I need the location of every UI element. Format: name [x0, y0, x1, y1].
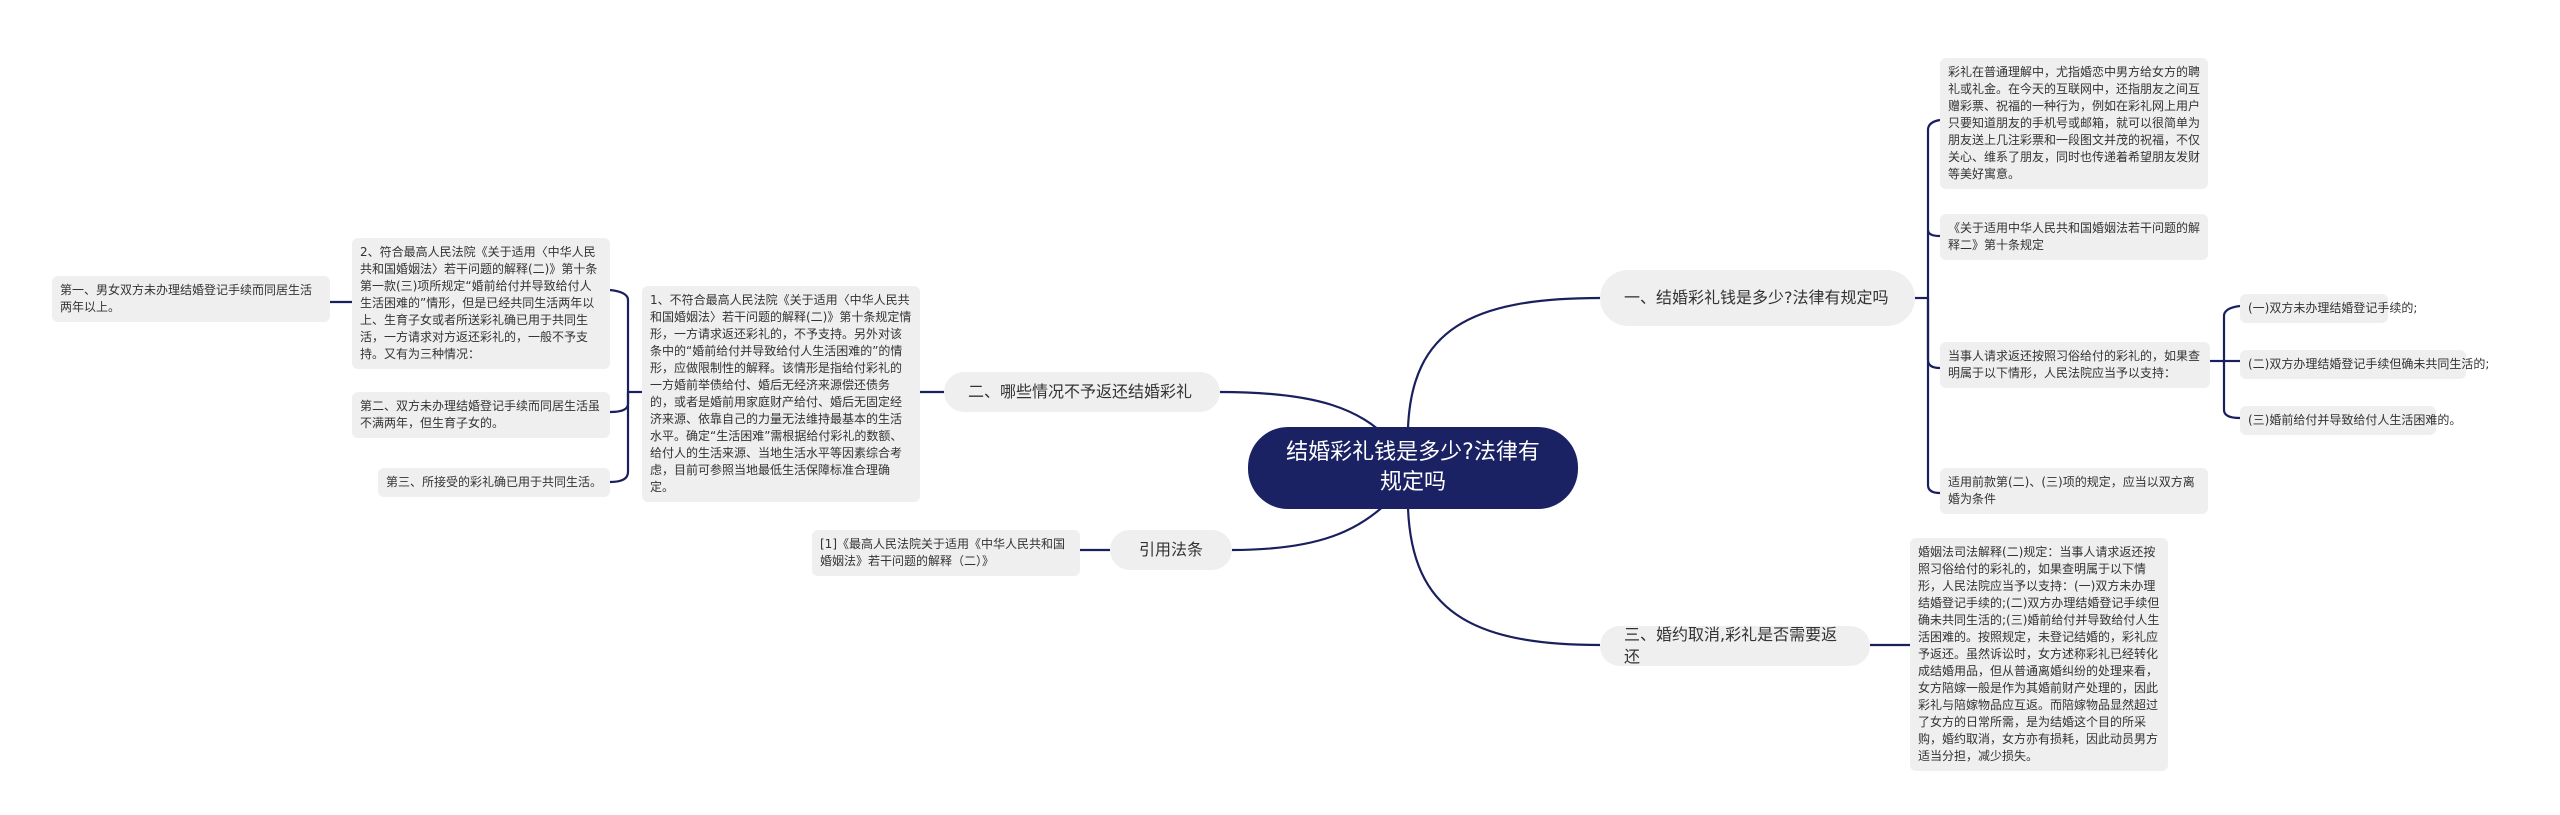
branch-2-label: 二、哪些情况不予返还结婚彩礼 [968, 382, 1193, 401]
leaf-case-second[interactable]: 第二、双方未办理结婚登记手续而同居生活虽不满两年，但生育子女的。 [352, 392, 610, 438]
branch-node-references[interactable]: 引用法条 [1110, 530, 1232, 570]
leaf-case-third[interactable]: 第三、所接受的彩礼确已用于共同生活。 [378, 468, 610, 497]
leaf-text: [1]《最高人民法院关于适用《中华人民共和国婚姻法》若干问题的解释（二）》 [820, 537, 1065, 568]
leaf-engagement-cancel[interactable]: 婚姻法司法解释(二)规定：当事人请求返还按照习俗给付的彩礼的，如果查明属于以下情… [1910, 538, 2168, 771]
leaf-text: 《关于适用中华人民共和国婚姻法若干问题的解释二》第十条规定 [1948, 221, 2201, 252]
root-node[interactable]: 结婚彩礼钱是多少?法律有规定吗 [1248, 427, 1578, 509]
leaf-text: 第三、所接受的彩礼确已用于共同生活。 [386, 475, 603, 489]
leaf-text: (三)婚前给付并导致给付人生活困难的。 [2248, 413, 2462, 427]
leaf-return-conditions[interactable]: 当事人请求返还按照习俗给付的彩礼的，如果查明属于以下情形，人民法院应当予以支持： [1940, 342, 2210, 388]
leaf-not-returned-2[interactable]: 2、符合最高人民法院《关于适用〈中华人民共和国婚姻法〉若干问题的解释(二)》第十… [352, 238, 610, 369]
references-label: 引用法条 [1138, 540, 1203, 559]
leaf-interpretation-title[interactable]: 《关于适用中华人民共和国婚姻法若干问题的解释二》第十条规定 [1940, 214, 2208, 260]
branch-node-1[interactable]: 一、结婚彩礼钱是多少?法律有规定吗 [1600, 270, 1915, 326]
branch-node-3[interactable]: 三、婚约取消,彩礼是否需要返还 [1600, 625, 1870, 666]
leaf-text: 当事人请求返还按照习俗给付的彩礼的，如果查明属于以下情形，人民法院应当予以支持： [1948, 349, 2201, 380]
leaf-text: (一)双方未办理结婚登记手续的; [2248, 301, 2418, 315]
leaf-reference-1[interactable]: [1]《最高人民法院关于适用《中华人民共和国婚姻法》若干问题的解释（二）》 [812, 530, 1080, 576]
leaf-caili-definition[interactable]: 彩礼在普通理解中，尤指婚恋中男方给女方的聘礼或礼金。在今天的互联网中，还指朋友之… [1940, 58, 2208, 189]
leaf-case-first[interactable]: 第一、男女双方未办理结婚登记手续而同居生活两年以上。 [52, 276, 330, 322]
root-title: 结婚彩礼钱是多少?法律有规定吗 [1286, 440, 1540, 495]
leaf-condition-2[interactable]: (二)双方办理结婚登记手续但确未共同生活的; [2240, 350, 2489, 379]
branch-1-label: 一、结婚彩礼钱是多少?法律有规定吗 [1624, 288, 1889, 307]
leaf-condition-3[interactable]: (三)婚前给付并导致给付人生活困难的。 [2240, 406, 2461, 435]
leaf-text: 适用前款第(二)、(三)项的规定，应当以双方离婚为条件 [1948, 475, 2195, 506]
leaf-text: 第一、男女双方未办理结婚登记手续而同居生活两年以上。 [60, 283, 313, 314]
leaf-text: 1、不符合最高人民法院《关于适用〈中华人民共和国婚姻法〉若干问题的解释(二)》第… [650, 293, 912, 494]
branch-3-label: 三、婚约取消,彩礼是否需要返还 [1624, 625, 1838, 666]
leaf-condition-1[interactable]: (一)双方未办理结婚登记手续的; [2240, 294, 2417, 323]
leaf-not-returned-1[interactable]: 1、不符合最高人民法院《关于适用〈中华人民共和国婚姻法〉若干问题的解释(二)》第… [642, 286, 920, 502]
leaf-text: (二)双方办理结婚登记手续但确未共同生活的; [2248, 357, 2490, 371]
leaf-text: 2、符合最高人民法院《关于适用〈中华人民共和国婚姻法〉若干问题的解释(二)》第十… [360, 245, 598, 361]
branch-node-2[interactable]: 二、哪些情况不予返还结婚彩礼 [944, 372, 1220, 412]
leaf-text: 彩礼在普通理解中，尤指婚恋中男方给女方的聘礼或礼金。在今天的互联网中，还指朋友之… [1948, 65, 2201, 181]
leaf-text: 第二、双方未办理结婚登记手续而同居生活虽不满两年，但生育子女的。 [360, 399, 601, 430]
leaf-text: 婚姻法司法解释(二)规定：当事人请求返还按照习俗给付的彩礼的，如果查明属于以下情… [1918, 545, 2160, 763]
leaf-divorce-condition[interactable]: 适用前款第(二)、(三)项的规定，应当以双方离婚为条件 [1940, 468, 2208, 514]
